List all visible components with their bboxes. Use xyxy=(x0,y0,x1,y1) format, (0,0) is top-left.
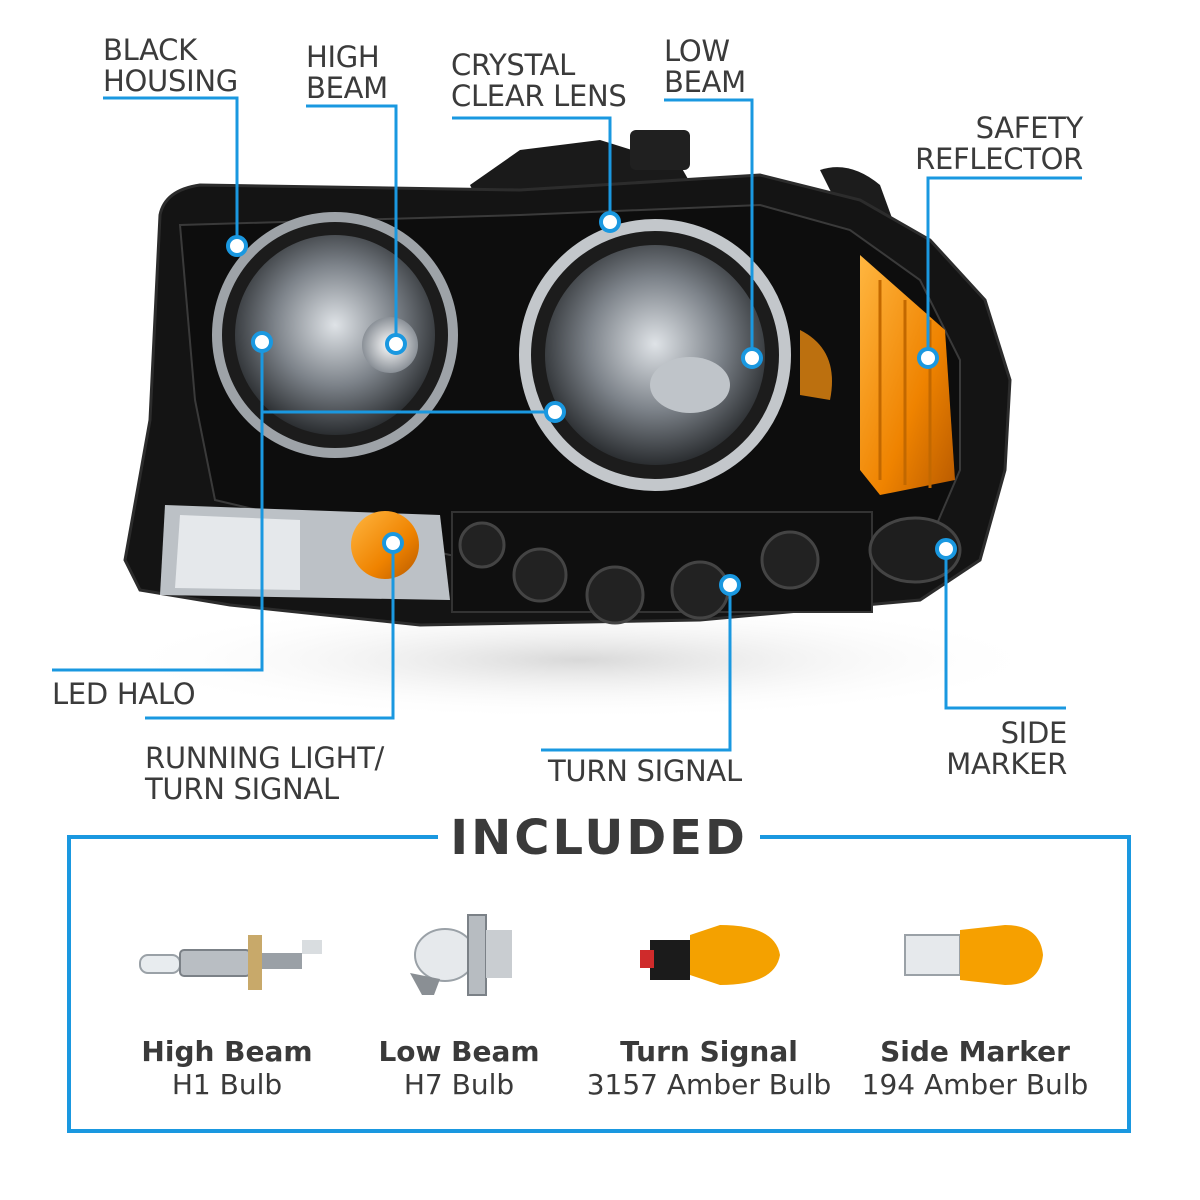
h1-bulb-image xyxy=(139,935,322,990)
dot-reflector xyxy=(917,347,939,369)
dot-black-housing xyxy=(226,235,248,257)
label-crystal-clear-lens: CRYSTAL CLEAR LENS xyxy=(451,48,627,113)
bulb-name: Low Beam xyxy=(378,1035,540,1068)
label-running-light: RUNNING LIGHT/ TURN SIGNAL xyxy=(145,741,384,806)
bulb-name: High Beam xyxy=(141,1035,313,1068)
h7-bulb-image xyxy=(410,914,512,996)
bulb-type: 3157 Amber Bulb xyxy=(586,1068,832,1101)
label-safety-reflector: SAFETY REFLECTOR xyxy=(915,111,1083,176)
label-led-halo: LED HALO xyxy=(52,677,196,711)
bulb-caption-low-beam: Low Beam H7 Bulb xyxy=(329,1035,589,1101)
label-turn-signal: TURN SIGNAL xyxy=(548,754,742,788)
bulb-name: Turn Signal xyxy=(620,1035,798,1068)
dot-high-beam xyxy=(385,333,407,355)
bulb-type: H7 Bulb xyxy=(403,1068,515,1101)
label-side-marker: SIDE MARKER xyxy=(946,716,1067,781)
bulb-caption-turn-signal: Turn Signal 3157 Amber Bulb xyxy=(579,1035,839,1101)
bulb-name: Side Marker xyxy=(880,1035,1070,1068)
label-low-beam: LOW BEAM xyxy=(664,34,746,99)
dot-halo-1 xyxy=(251,331,273,353)
bulb-type: H1 Bulb xyxy=(171,1068,283,1101)
dot-halo-2 xyxy=(544,401,566,423)
bulb-type: 194 Amber Bulb xyxy=(861,1068,1089,1101)
included-title: INCLUDED xyxy=(438,808,760,868)
label-black-housing: BLACK HOUSING xyxy=(103,33,238,98)
headlight-image xyxy=(110,130,1050,720)
194-bulb-image xyxy=(904,925,1043,985)
bulb-caption-high-beam: High Beam H1 Bulb xyxy=(97,1035,357,1101)
bulb-caption-side-marker: Side Marker 194 Amber Bulb xyxy=(845,1035,1105,1101)
dot-lens xyxy=(599,211,621,233)
label-high-beam: HIGH BEAM xyxy=(306,40,388,105)
dot-turn-signal xyxy=(719,574,741,596)
dot-side-marker xyxy=(935,538,957,560)
3157-bulb-image xyxy=(640,925,780,985)
dot-low-beam xyxy=(741,347,763,369)
dot-running-light xyxy=(382,532,404,554)
